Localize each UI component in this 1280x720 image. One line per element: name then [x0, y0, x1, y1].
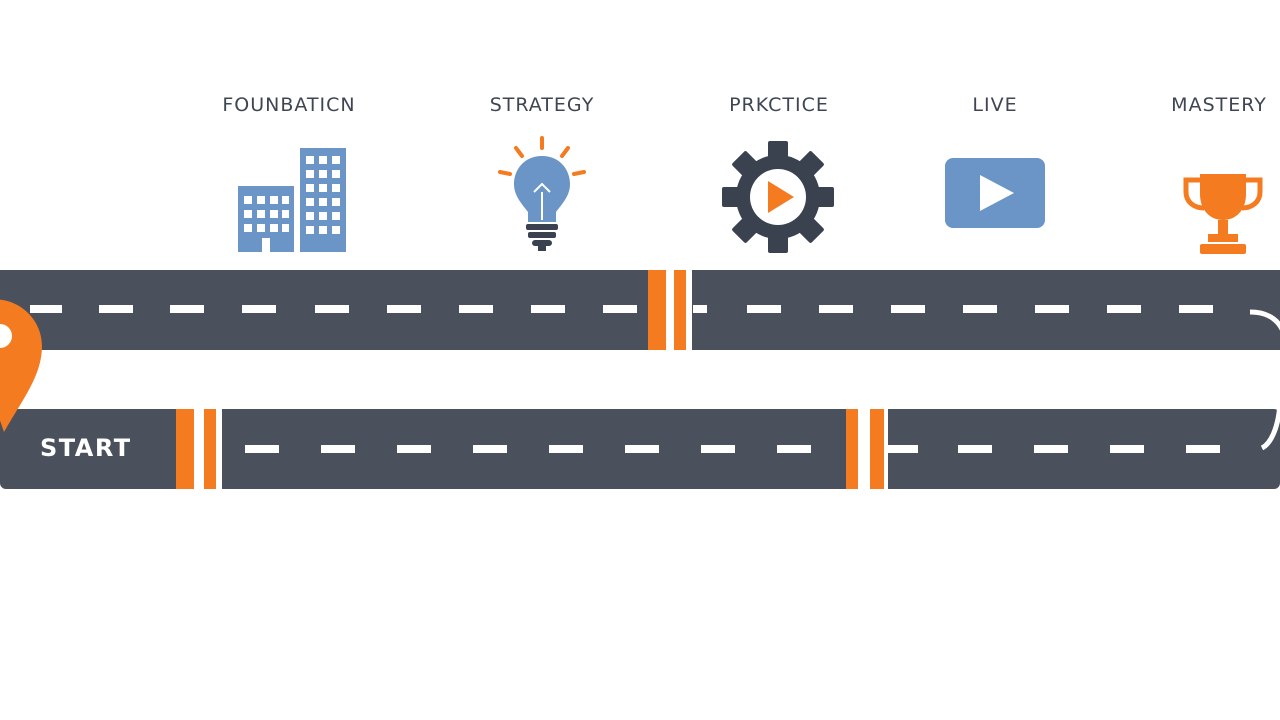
lightbulb-icon [498, 136, 586, 251]
trophy-icon [1183, 174, 1263, 254]
location-pin-icon [0, 299, 42, 432]
lane-dashes-bottom [245, 445, 1220, 453]
start-label: START [40, 434, 132, 462]
stage-label-practice: PRKCTICE [729, 94, 829, 116]
milestone-marker-bottom-right [846, 409, 888, 489]
stage-label-live: LIVE [972, 94, 1018, 116]
lane-dashes-top [30, 305, 1213, 313]
video-play-icon [945, 158, 1045, 228]
milestone-marker-bottom-left [176, 409, 222, 489]
buildings-icon [238, 148, 346, 252]
gear-play-icon [722, 141, 834, 253]
stage-label-strategy: STRATEGY [489, 94, 595, 116]
milestone-marker-top [648, 270, 692, 350]
stage-label-mastery: MASTERY [1171, 94, 1267, 116]
stage-label-foundation: FOUNBATICN [222, 94, 356, 116]
